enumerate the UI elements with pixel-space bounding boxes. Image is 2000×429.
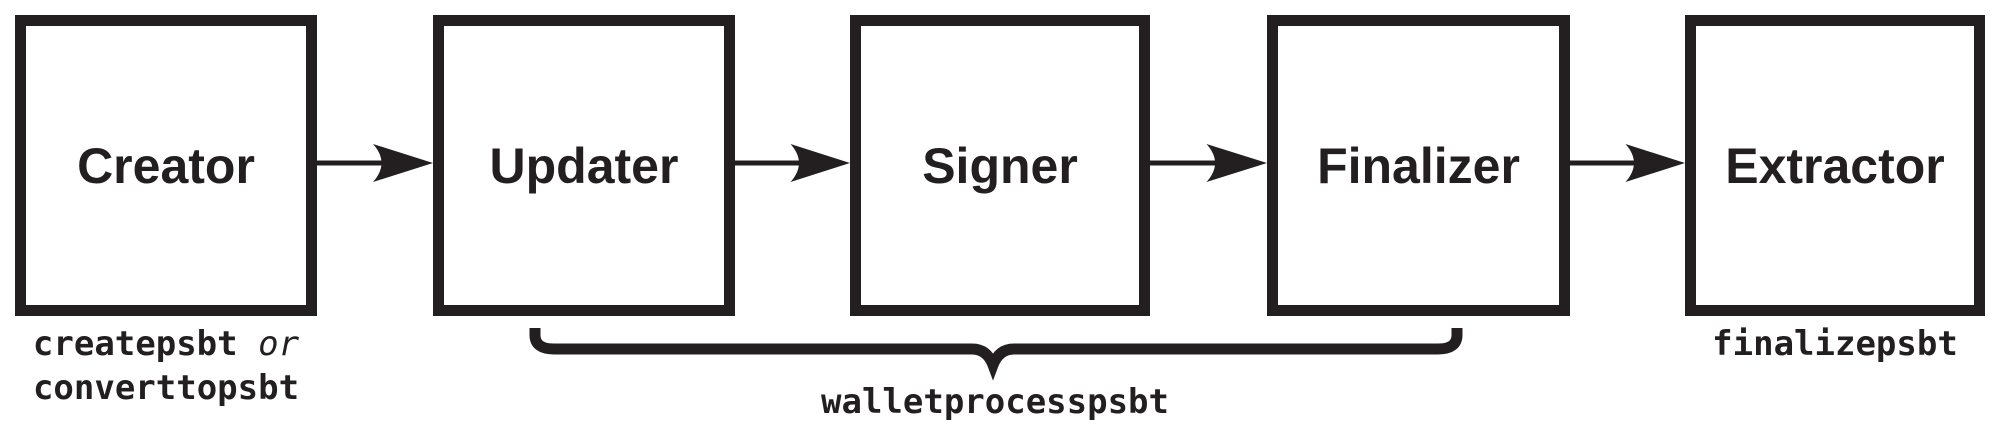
updater-box-label: Updater	[489, 137, 679, 194]
extractor-box: Extractor	[1685, 15, 1985, 316]
extractor-rpc-caption: finalizepsbt	[1685, 322, 1985, 366]
creator-rpc-command-2: converttopsbt	[32, 368, 300, 408]
arrow-updater-to-signer-icon	[735, 144, 850, 182]
creator-box: Creator	[15, 15, 317, 316]
signer-box-label: Signer	[922, 137, 1078, 194]
finalizer-box: Finalizer	[1267, 15, 1570, 316]
extractor-rpc-command: finalizepsbt	[1712, 324, 1958, 364]
arrow-finalizer-to-extractor-icon	[1570, 144, 1685, 182]
brace-path	[529, 328, 1463, 381]
arrow-head	[1625, 144, 1685, 182]
finalizer-box-label: Finalizer	[1317, 137, 1520, 194]
extractor-box-label: Extractor	[1725, 137, 1945, 194]
walletprocesspsbt-caption: walletprocesspsbt	[695, 380, 1295, 424]
walletprocesspsbt-command: walletprocesspsbt	[821, 382, 1169, 422]
creator-box-label: Creator	[77, 137, 255, 194]
updater-box: Updater	[433, 15, 735, 316]
arrow-creator-to-updater-icon	[317, 144, 433, 182]
arrow-head	[1206, 144, 1267, 182]
signer-box: Signer	[850, 15, 1150, 316]
walletprocesspsbt-brace-icon	[529, 328, 1463, 381]
arrow-head	[790, 144, 850, 182]
creator-rpc-caption: createpsbt or converttopsbt	[15, 322, 317, 410]
creator-rpc-command-1: createpsbt	[32, 324, 238, 364]
creator-rpc-conjunction: or	[258, 324, 300, 364]
arrow-signer-to-finalizer-icon	[1150, 144, 1267, 182]
arrow-head	[373, 144, 433, 182]
